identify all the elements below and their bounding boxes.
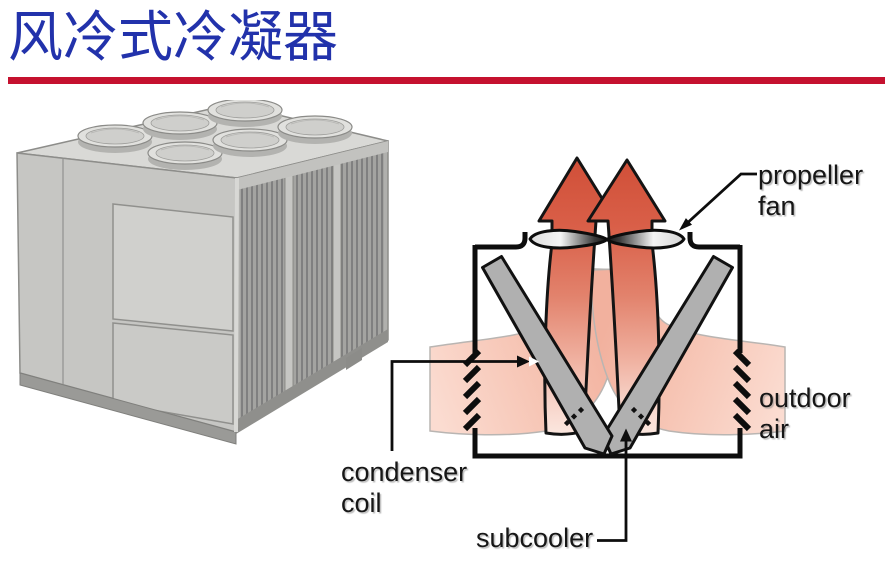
condenser-coil-left-shape bbox=[481, 255, 614, 456]
label-propeller-fan-line1: propeller bbox=[758, 160, 864, 190]
fan-shroud bbox=[212, 128, 288, 157]
leader-subcooler bbox=[597, 428, 632, 542]
fan-shroud bbox=[277, 115, 353, 144]
label-condenser-coil-line2: coil bbox=[341, 488, 382, 518]
leader-arrowhead bbox=[679, 218, 692, 231]
photo-grille-bottom-rail bbox=[236, 329, 388, 434]
photo-grille-top-rail bbox=[237, 141, 388, 190]
intake-louver-dashes-right bbox=[732, 348, 752, 432]
leader-propeller-fan bbox=[679, 172, 757, 231]
slide-title: 风冷式冷凝器 bbox=[8, 5, 339, 69]
label-outdoor-air: outdoor air bbox=[759, 383, 851, 445]
label-condenser-coil-line1: condenser bbox=[341, 457, 468, 487]
photo-cabinet bbox=[16, 103, 389, 445]
label-condenser-coil: condenser coil bbox=[341, 457, 467, 519]
photo-access-panel-upper bbox=[112, 203, 234, 332]
leader-arrowhead bbox=[620, 428, 632, 442]
label-subcooler: subcooler bbox=[476, 523, 593, 554]
propeller-fan-blades bbox=[528, 228, 686, 250]
label-outdoor-air-line2: air bbox=[759, 414, 790, 444]
photo-foot bbox=[346, 348, 362, 370]
fan-shroud bbox=[142, 111, 218, 140]
fan-shroud bbox=[147, 141, 223, 170]
fan-shroud bbox=[207, 100, 283, 127]
title-underline bbox=[8, 77, 885, 84]
photo-access-panel-lower bbox=[112, 322, 234, 425]
leader-arrowhead bbox=[517, 355, 530, 368]
cabinet-outline bbox=[472, 232, 743, 459]
label-propeller-fan: propeller fan bbox=[758, 160, 863, 222]
photo-corner-edge bbox=[234, 177, 239, 433]
fan-shroud bbox=[77, 124, 153, 153]
condenser-unit-photo bbox=[16, 100, 389, 445]
photo-fan-shrouds bbox=[77, 100, 353, 170]
label-subcooler-line1: subcooler bbox=[476, 523, 594, 553]
leader-arrowhead-notch bbox=[529, 356, 539, 367]
label-propeller-fan-line2: fan bbox=[758, 191, 796, 221]
leader-condenser-coil bbox=[390, 355, 539, 451]
label-outdoor-air-line1: outdoor bbox=[759, 383, 851, 413]
photo-base-rail bbox=[19, 372, 237, 445]
